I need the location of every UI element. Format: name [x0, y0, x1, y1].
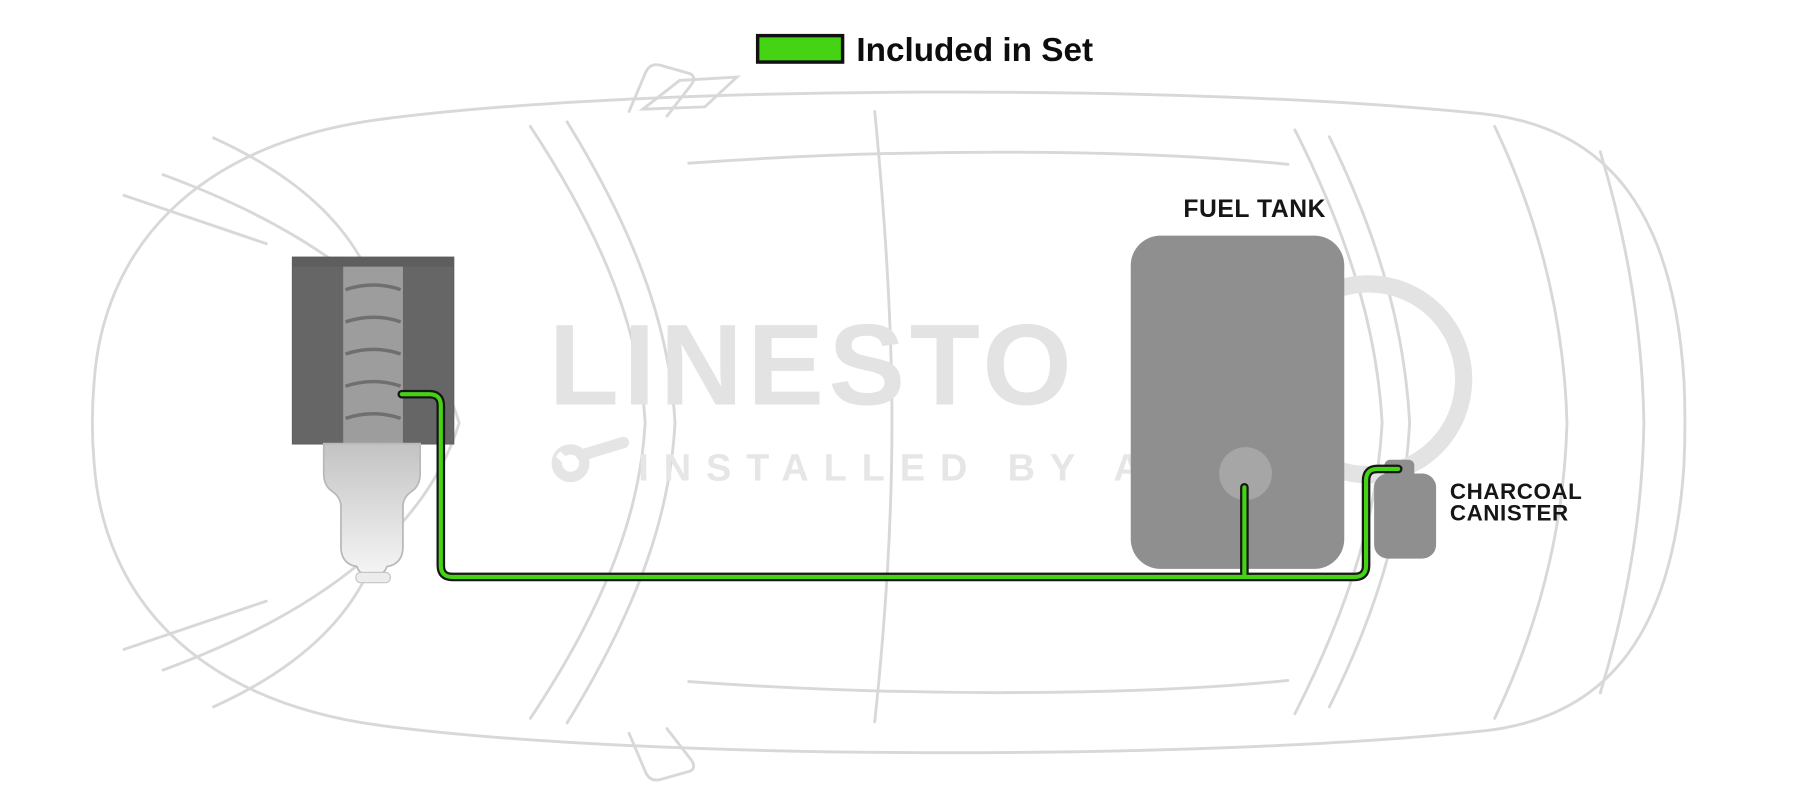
legend-label: Included in Set — [856, 32, 1093, 69]
engine-right-bank — [402, 257, 454, 444]
engine-top-edge — [292, 257, 454, 267]
rear-deck-line — [1493, 124, 1569, 720]
fuel-pump-port — [1219, 447, 1272, 500]
legend: Included in Set — [755, 32, 1093, 69]
front-fender-line-bottom — [212, 581, 365, 709]
engine-left-bank — [292, 257, 344, 444]
headlight-line-bottom — [122, 599, 268, 651]
fuel-line — [397, 389, 1403, 582]
fuel-tank-body — [1130, 235, 1345, 569]
charcoal-canister-label-line2: CANISTER — [1450, 501, 1569, 526]
fuel-tank-label: FUEL TANK — [1183, 196, 1326, 223]
engine-block — [291, 256, 455, 584]
fuel-tank — [1130, 235, 1345, 569]
car-body-outline — [90, 90, 1687, 755]
charcoal-canister — [1374, 459, 1437, 559]
tail-line — [1598, 150, 1646, 695]
car-outline — [90, 63, 1687, 782]
fuel-line-included-highlight — [399, 392, 1401, 580]
roof-panel-line — [638, 75, 741, 111]
included-line-swatch — [755, 33, 845, 64]
door-seam-line — [873, 110, 894, 724]
headlight-line-top — [122, 193, 268, 246]
transmission-housing — [322, 442, 422, 576]
rear-window-line-inner — [1327, 135, 1412, 709]
windshield-line-inner — [565, 120, 677, 725]
watermark-subtitle: INSTALLED BY A — [638, 447, 1156, 489]
side-mirror-top — [627, 63, 696, 118]
rear-window-line-outer — [1293, 128, 1384, 716]
hood-line — [161, 173, 461, 672]
engine-coil-detail — [345, 283, 402, 421]
charcoal-canister-label-line1: CHARCOAL — [1450, 479, 1583, 504]
windshield-line-outer — [528, 124, 647, 720]
cabin-line-top — [687, 150, 1290, 166]
cabin-line-bottom — [687, 678, 1290, 695]
front-fender-line-top — [212, 136, 365, 264]
side-mirror-bottom — [627, 727, 696, 782]
canister-body — [1374, 473, 1437, 559]
watermark-title: LINESTO — [549, 302, 1077, 430]
wrench-icon — [551, 436, 630, 483]
transmission-tail — [355, 571, 391, 584]
